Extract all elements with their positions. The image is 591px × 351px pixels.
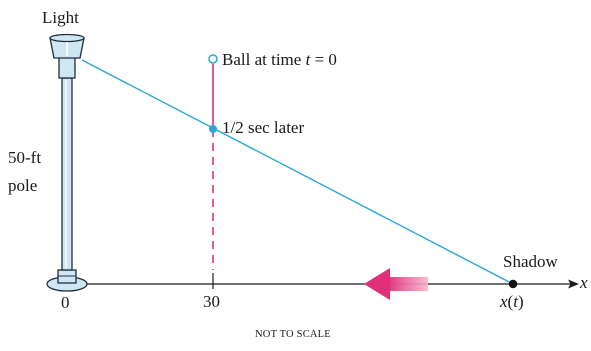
shadow-pos-var: x [499, 292, 508, 311]
light-label: Light [42, 8, 79, 27]
pole-label-line1: 50-ft [8, 148, 41, 167]
pole [61, 77, 73, 271]
lamp-icon [49, 33, 85, 79]
ball-label-suffix: = 0 [310, 50, 337, 69]
ball-half-second-marker [209, 125, 217, 133]
ball-label-prefix: Ball at time [222, 50, 306, 69]
tick-0-label: 0 [61, 293, 70, 312]
x-axis [83, 279, 579, 289]
light-ray [81, 59, 514, 285]
shadow-pos-arg: t [513, 292, 519, 311]
ball-start-label: Ball at time t = 0 [222, 50, 337, 69]
axis-x-label: x [579, 273, 588, 292]
shadow-position-label: x(t) [499, 292, 524, 311]
pole-label-line2: pole [8, 176, 37, 195]
tick-30-label: 30 [203, 292, 220, 311]
pole-base [46, 269, 88, 292]
not-to-scale-label: NOT TO SCALE [255, 329, 331, 340]
shadow-dot [508, 279, 518, 289]
half-second-label: 1/2 sec later [222, 118, 304, 137]
shadow-pos-close: ) [518, 292, 524, 311]
shadow-pos-open: ( [508, 292, 514, 311]
ball-label-var: t [306, 50, 312, 69]
ball-start-marker [208, 54, 218, 64]
left-arrow-icon [364, 268, 428, 300]
shadow-label: Shadow [503, 252, 559, 271]
